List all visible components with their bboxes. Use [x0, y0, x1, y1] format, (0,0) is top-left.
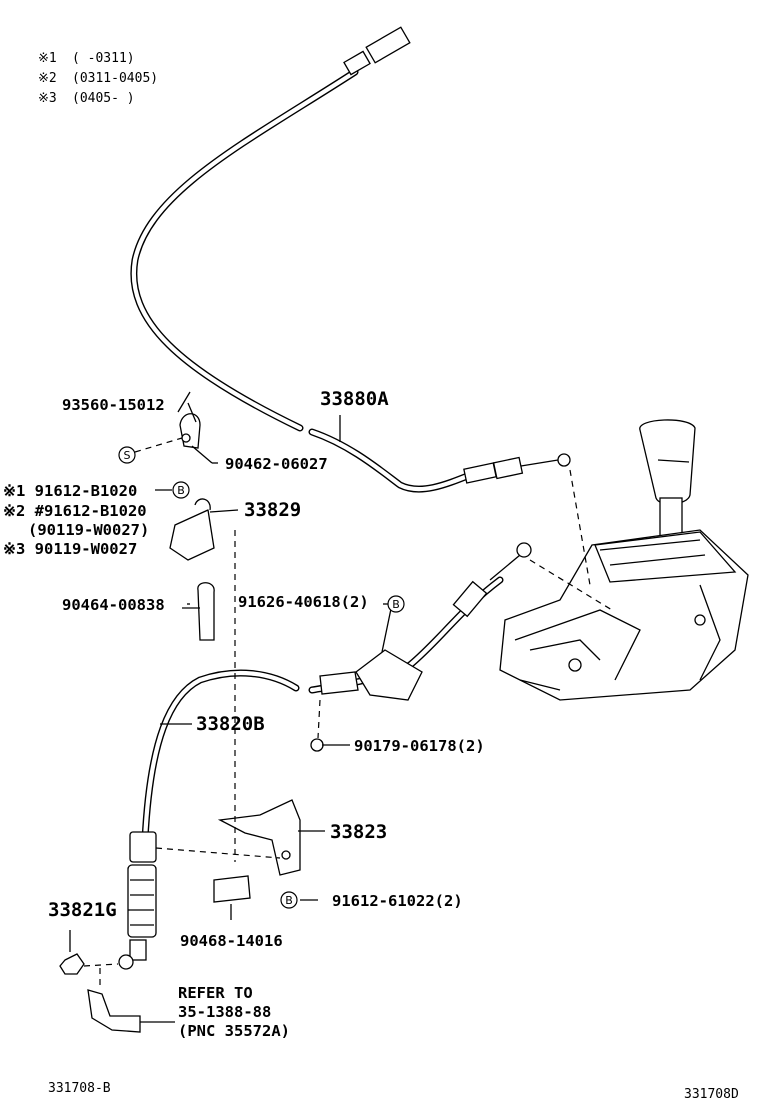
part-labels: 93560-15012 33880A 90462-06027 ※1 91612-… [3, 388, 485, 950]
label-93560-15012: 93560-15012 [62, 396, 165, 414]
label-90462-06027: 90462-06027 [225, 455, 328, 473]
label-90119-w0027-paren: (90119-W0027) [28, 521, 149, 539]
callout-b-label-2: B [392, 598, 400, 611]
legend-range-2: (0311-0405) [72, 71, 158, 86]
refer-line-1: REFER TO [178, 984, 253, 1002]
nut-33821g [59, 953, 119, 975]
legend-mark-3: ※3 [38, 91, 57, 106]
refer-line-3: (PNC 35572A) [178, 1022, 290, 1040]
label-33820b: 33820B [196, 713, 265, 735]
label-90468-14016: 90468-14016 [180, 932, 283, 950]
legend-range-1: ( -0311) [72, 51, 135, 66]
label-91612-61022: 91612-61022(2) [332, 892, 463, 910]
legend-range-3: (0405- ) [72, 91, 135, 106]
callout-b-circle-2 [387, 595, 405, 613]
retainer-pad [319, 603, 423, 701]
callout-b-circle-3 [280, 891, 298, 909]
callout-s-label: S [124, 449, 131, 462]
clip-90468 [213, 530, 251, 903]
callout-b-label-1: B [177, 484, 185, 497]
label-33829: 33829 [244, 499, 301, 521]
bracket-33823 [155, 799, 301, 876]
label-33823: 33823 [330, 821, 387, 843]
legend-mark-1: ※1 [38, 51, 57, 66]
refer-line-2: 35-1388-88 [178, 1003, 271, 1021]
label-90179-06178: 90179-06178(2) [354, 737, 485, 755]
shift-cable-lower [118, 542, 532, 970]
label-90119-w0027-s3: ※3 90119-W0027 [3, 540, 137, 558]
label-33880a: 33880A [320, 388, 389, 410]
bracket-33829 [169, 498, 239, 561]
footer-code-right: 331708D [684, 1087, 739, 1102]
label-33821g: 33821G [48, 899, 117, 921]
callout-b-label-3: B [285, 894, 293, 907]
shift-lever-assembly [499, 419, 749, 701]
footer: 331708-B 331708D [48, 1081, 739, 1102]
label-90464-00838: 90464-00838 [62, 596, 165, 614]
shift-cable-upper [130, 26, 571, 493]
callouts: S B B B [118, 446, 405, 909]
legend-mark-2: ※2 [38, 71, 57, 86]
label-91612-b1020-s1: ※1 91612-B1020 [3, 482, 137, 500]
bracket-refer [87, 968, 175, 1033]
footer-code-left: 331708-B [48, 1081, 111, 1096]
callout-s-circle [118, 446, 136, 464]
grommet-90179 [310, 699, 324, 752]
callout-b-circle-1 [172, 481, 190, 499]
cable-clamp [134, 391, 213, 464]
clip-90464 [182, 582, 215, 641]
refer-note: REFER TO 35-1388-88 (PNC 35572A) [178, 984, 290, 1040]
legend: ※1 ( -0311) ※2 (0311-0405) ※3 (0405- ) [38, 51, 158, 106]
label-91626-40618: 91626-40618(2) [238, 593, 369, 611]
label-91612-b1020-s2: ※2 #91612-B1020 [3, 502, 147, 520]
